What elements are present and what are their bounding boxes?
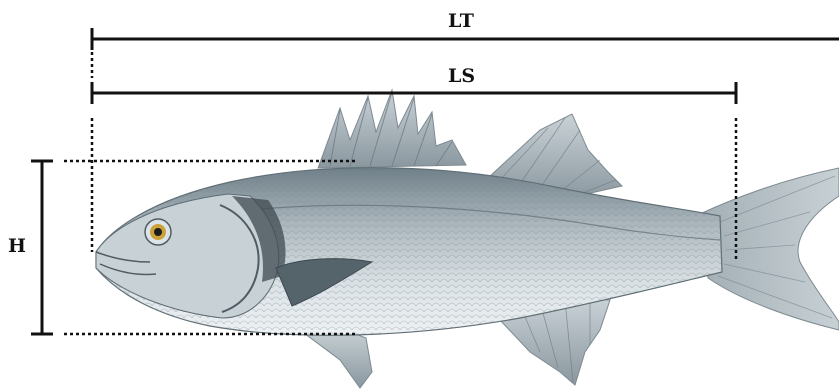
standard-length-label: LS: [448, 67, 475, 86]
pelvic-fin: [300, 328, 372, 388]
fish-illustration: [96, 90, 839, 388]
total-length-label: LT: [448, 12, 474, 31]
height-label: H: [8, 237, 26, 256]
spiny-dorsal-fin: [318, 90, 466, 168]
fish-eye: [145, 219, 171, 245]
